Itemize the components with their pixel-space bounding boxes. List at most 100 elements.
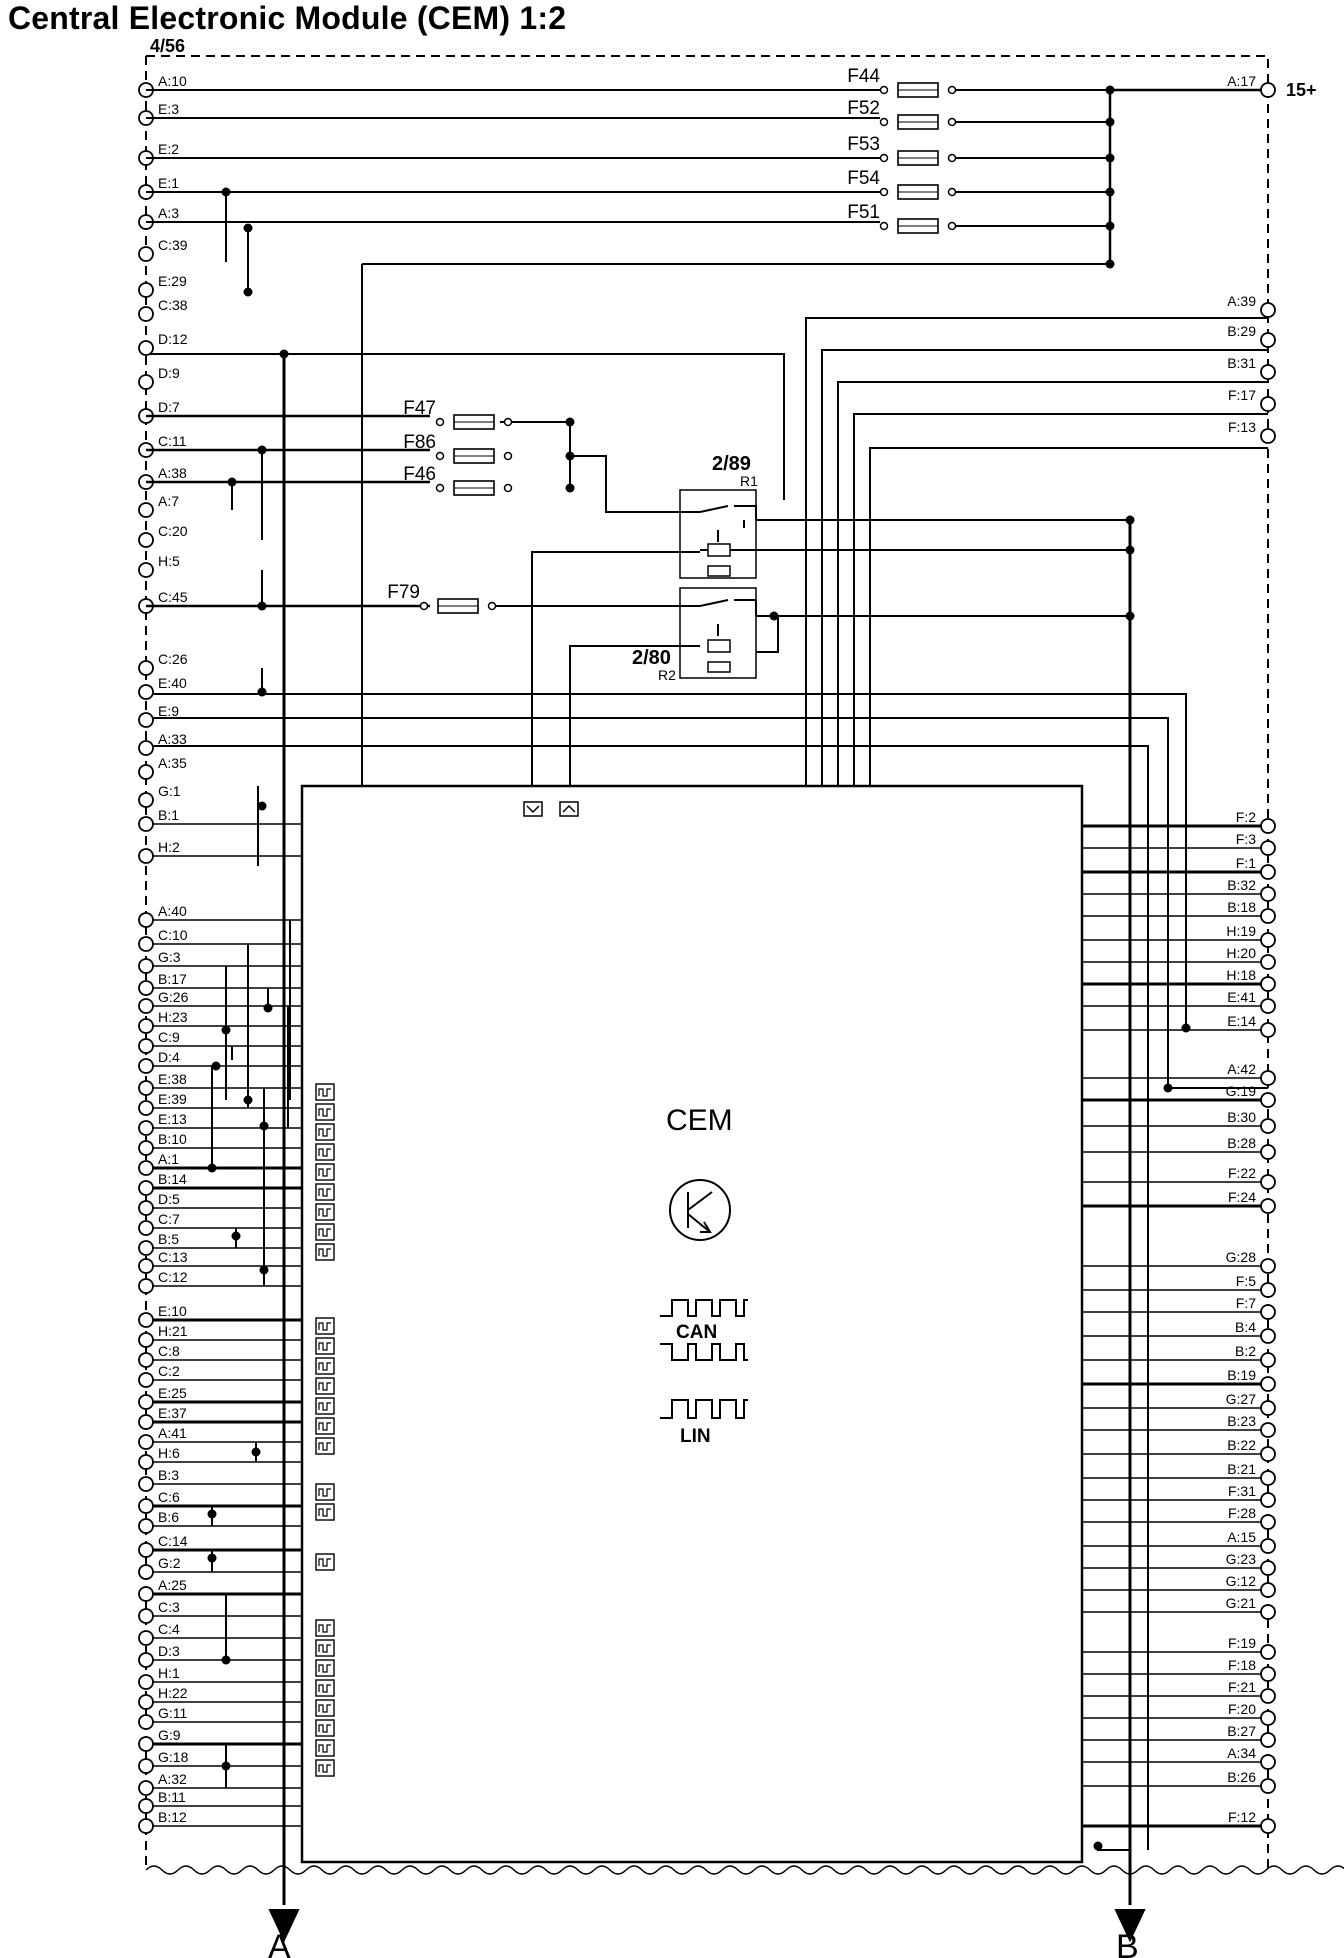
chip-symbol — [315, 1103, 335, 1121]
left-pin-label: A:35 — [158, 755, 187, 771]
left-pin-terminal — [138, 1140, 154, 1156]
left-pin-label: B:17 — [158, 971, 187, 987]
chip-symbol — [315, 1083, 335, 1101]
junction-dot — [221, 187, 231, 197]
chip-glyph — [318, 1342, 331, 1351]
chip-symbol — [315, 1143, 335, 1161]
junction-dot — [279, 349, 289, 359]
right-pin-label: A:39 — [1227, 293, 1256, 309]
chip-symbol — [315, 1417, 335, 1435]
right-pin-terminal — [1260, 1092, 1276, 1108]
chip-symbol — [315, 1337, 335, 1355]
chip-glyph — [318, 1148, 331, 1157]
right-pin-label: F:2 — [1236, 809, 1256, 825]
right-pins-layer: A:17A:39B:29B:31F:17F:13F:2F:3F:1B:32B:1… — [1082, 73, 1276, 1834]
left-pin-terminal — [138, 660, 154, 676]
right-pin-terminal — [1260, 1376, 1276, 1392]
right-pin-label: H:19 — [1226, 923, 1256, 939]
left-pin-label: E:2 — [158, 141, 179, 157]
relay-r2-box — [679, 587, 757, 679]
page-ref: 4/56 — [150, 36, 185, 56]
right-pin-label: F:22 — [1228, 1165, 1256, 1181]
right-pin-label: F:19 — [1228, 1635, 1256, 1651]
left-pin-terminal — [138, 980, 154, 996]
junction-dot — [1125, 611, 1135, 621]
chip-symbol — [315, 1437, 335, 1455]
right-pin-terminal — [1260, 1666, 1276, 1682]
chip-glyph — [318, 1402, 331, 1411]
right-pin-label: A:15 — [1227, 1529, 1256, 1545]
right-pin-terminal — [1260, 428, 1276, 444]
fuse-terminal — [503, 417, 513, 427]
left-pin-label: D:7 — [158, 399, 180, 415]
right-pin-label: G:23 — [1226, 1551, 1257, 1567]
left-pin-label: G:26 — [158, 989, 189, 1005]
left-pin-terminal — [138, 502, 154, 518]
junction-dot — [1163, 1083, 1173, 1093]
right-pin-terminal — [1260, 1644, 1276, 1660]
chip-symbol — [315, 1619, 335, 1637]
junction-dot — [243, 287, 253, 297]
right-pin-label: E:41 — [1227, 989, 1256, 1005]
left-pin-terminal — [138, 562, 154, 578]
can-waveform-bottom — [660, 1343, 748, 1361]
left-pin-terminal — [138, 1058, 154, 1074]
left-pin-terminal — [138, 1736, 154, 1752]
left-pin-terminal — [138, 1018, 154, 1034]
fuse-terminal — [947, 153, 957, 163]
junction-dot — [257, 601, 267, 611]
chip-glyph — [318, 1624, 331, 1633]
left-pin-label: G:1 — [158, 783, 181, 799]
left-pin-terminal — [138, 958, 154, 974]
right-pin-label: G:28 — [1226, 1249, 1257, 1265]
chip-glyph — [318, 1108, 331, 1117]
relay-r2-id: 2/80 — [632, 647, 671, 669]
frame-bottom-wave — [145, 1865, 1344, 1875]
right-pin-terminal — [1260, 954, 1276, 970]
chip-glyph — [318, 1248, 331, 1257]
left-pin-label: H:21 — [158, 1323, 188, 1339]
left-pin-label: B:5 — [158, 1231, 179, 1247]
junction-dot — [769, 611, 779, 621]
right-pin-terminal — [1260, 1710, 1276, 1726]
junction-dot — [1105, 259, 1115, 269]
fuse-terminal — [879, 85, 889, 95]
fuse-terminal — [487, 601, 497, 611]
chip-symbol — [315, 1639, 335, 1657]
junction-dot — [243, 223, 253, 233]
left-pin-terminal — [138, 1220, 154, 1236]
left-pin-label: A:7 — [158, 493, 179, 509]
left-pin-terminal — [138, 1258, 154, 1274]
fuse-label: F53 — [847, 134, 880, 155]
left-pin-label: A:1 — [158, 1151, 179, 1167]
left-pin-label: C:3 — [158, 1599, 180, 1615]
left-pin-terminal — [138, 246, 154, 262]
junction-dot — [259, 1265, 269, 1275]
left-pin-terminal — [138, 1518, 154, 1534]
left-pin-terminal — [138, 764, 154, 780]
left-pin-label: B:12 — [158, 1809, 187, 1825]
left-pin-label: G:9 — [158, 1727, 181, 1743]
right-pin-label: B:32 — [1227, 877, 1256, 893]
left-pin-label: E:37 — [158, 1405, 187, 1421]
right-pin-terminal — [1260, 1688, 1276, 1704]
left-pin-label: C:13 — [158, 1249, 188, 1265]
right-pin-terminal — [1260, 1492, 1276, 1508]
left-pin-label: H:23 — [158, 1009, 188, 1025]
left-pin-label: C:45 — [158, 589, 188, 605]
right-pin-label: A:17 — [1227, 73, 1256, 89]
right-pin-label: F:28 — [1228, 1505, 1256, 1521]
right-pin-terminal — [1260, 1022, 1276, 1038]
chip-glyph — [318, 1362, 331, 1371]
left-pin-label: C:38 — [158, 297, 188, 313]
fuse-terminal — [879, 221, 889, 231]
left-pin-label: B:14 — [158, 1171, 187, 1187]
junction-dot — [207, 1509, 217, 1519]
left-pin-terminal — [138, 1758, 154, 1774]
junction-dot — [263, 1003, 273, 1013]
junction-dot — [251, 1447, 261, 1457]
right-pin-terminal — [1260, 1174, 1276, 1190]
left-pin-terminal — [138, 1434, 154, 1450]
chip-glyph — [318, 1684, 331, 1693]
